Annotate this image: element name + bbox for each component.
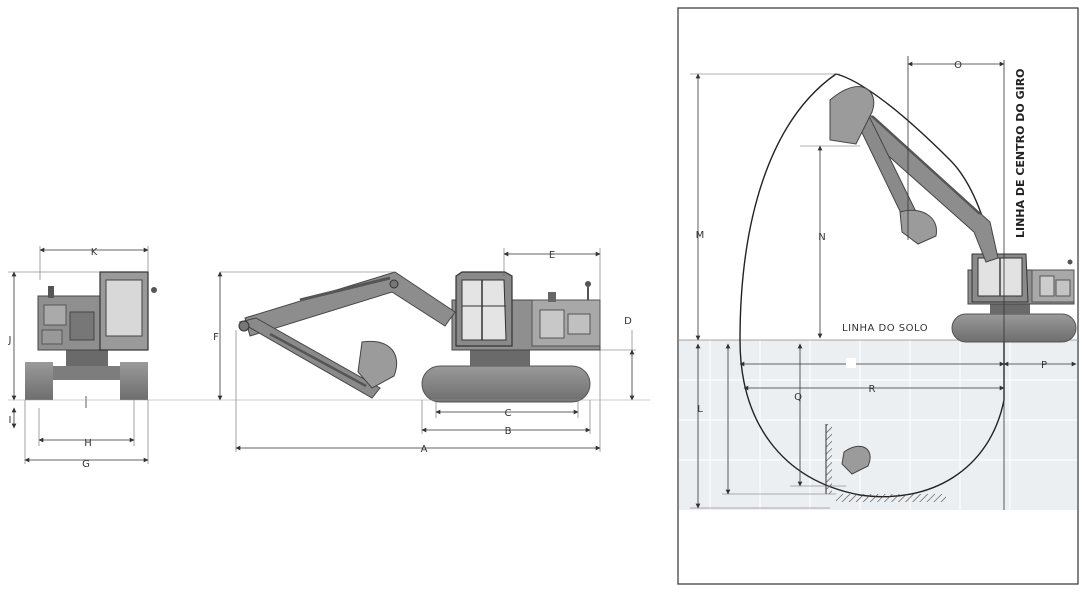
dim-label-a: A [421,444,428,455]
wr-trench-bucket [841,445,871,475]
dim-label-q: Q [794,392,802,403]
working-envelope [739,73,1005,498]
dim-label-c: C [505,408,512,419]
side-track [421,365,591,403]
dim-label-i: I [9,415,12,426]
wr-mid-bucket [899,209,937,245]
dim-label-n: N [818,232,825,243]
dim-label-g: G [82,459,90,470]
ground-band [679,340,1077,510]
dim-label-o: O [954,60,962,71]
side-bucket [357,340,398,389]
dim-label-b: B [505,426,512,437]
front-right-track [120,362,148,400]
wr-track [951,313,1077,343]
working-range-view: LINHA DE CENTRO DO GIRO O M N LINHA DO S… [677,7,1079,585]
working-range-frame [677,7,1079,585]
dim-label-r: R [869,384,876,395]
dim-label-j: J [8,335,12,346]
dim-label-d: D [624,316,632,327]
ground-line-label: LINHA DO SOLO [842,323,928,334]
dim-label-p: P [1041,360,1047,371]
side-boom [244,271,456,337]
swing-center-label: LINHA DE CENTRO DO GIRO [1014,68,1027,238]
front-undercarriage [53,366,120,380]
front-left-track [25,362,53,400]
dig-bottom-hatch [836,494,946,502]
side-arm [238,317,381,399]
front-view: K J I H G [8,246,218,470]
side-view: F E D C B A [213,248,650,455]
dim-label-h: H [84,438,92,449]
dim-label-e: E [549,250,555,261]
dim-label-f: F [213,332,219,343]
dim-label-l: L [697,404,703,415]
wr-top-bucket [829,86,875,145]
dim-label-k: K [91,247,98,258]
dim-label-m: M [696,230,705,241]
